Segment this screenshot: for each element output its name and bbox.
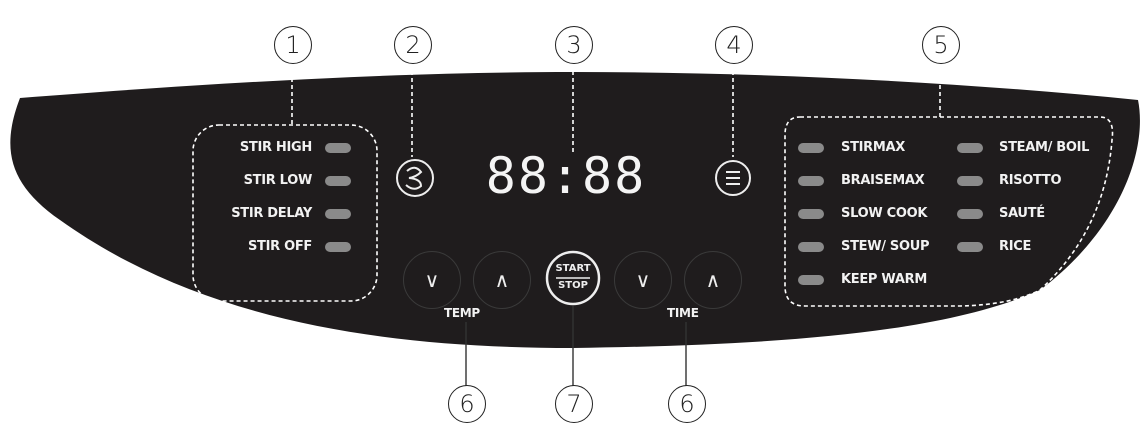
chevron-up-icon: ∧ [705, 268, 721, 292]
callout-6-time: 6 [668, 385, 706, 423]
stew-soup-led [798, 242, 824, 252]
stirmax-label: STIRMAX [841, 140, 905, 155]
braisemax-led [798, 176, 824, 186]
stir-delay-led [325, 209, 351, 219]
callout-7: 7 [555, 385, 593, 423]
time-display: 88:88 [485, 147, 647, 205]
slow-cook-led [798, 209, 824, 219]
callout-5: 5 [922, 26, 960, 64]
stir-off-led [325, 242, 351, 252]
temp-label: TEMP [444, 306, 480, 320]
stir-icon[interactable] [396, 159, 434, 197]
callout-2: 2 [394, 26, 432, 64]
steam-boil-label: STEAM/ BOIL [999, 140, 1090, 155]
stew-soup-label: STEW/ SOUP [841, 239, 930, 254]
stir-high-label: STIR HIGH [239, 140, 312, 155]
chevron-up-icon: ∧ [494, 268, 510, 292]
rice-led [957, 242, 983, 252]
time-label: TIME [667, 306, 699, 320]
start-stop-button[interactable]: START STOP [545, 250, 601, 306]
chevron-down-icon: ∨ [635, 268, 651, 292]
risotto-label: RISOTTO [999, 173, 1062, 188]
callout-6-temp: 6 [448, 385, 486, 423]
menu-icon[interactable] [715, 160, 751, 196]
chevron-down-icon: ∨ [424, 268, 440, 292]
stir-off-label: STIR OFF [247, 239, 312, 254]
temp-up-button[interactable]: ∧ [473, 251, 531, 309]
callout-3: 3 [555, 26, 593, 64]
keep-warm-label: KEEP WARM [841, 272, 927, 287]
risotto-led [957, 176, 983, 186]
steam-boil-led [957, 143, 983, 153]
rice-label: RICE [999, 239, 1032, 254]
saute-led [957, 209, 983, 219]
slow-cook-label: SLOW COOK [841, 206, 928, 221]
keep-warm-led [798, 275, 824, 285]
stir-high-led [325, 143, 351, 153]
callout-4: 4 [715, 26, 753, 64]
braisemax-label: BRAISEMAX [841, 173, 925, 188]
saute-label: SAUTÉ [999, 206, 1045, 221]
stir-low-label: STIR LOW [243, 173, 313, 188]
start-stop-ring [545, 250, 601, 306]
time-up-button[interactable]: ∧ [684, 251, 742, 309]
stir-delay-label: STIR DELAY [231, 206, 312, 221]
stir-low-led [325, 176, 351, 186]
stirmax-led [798, 143, 824, 153]
time-down-button[interactable]: ∨ [614, 251, 672, 309]
stop-label: STOP [558, 280, 588, 291]
start-label: START [555, 263, 591, 274]
callout-1: 1 [274, 26, 312, 64]
temp-down-button[interactable]: ∨ [403, 251, 461, 309]
